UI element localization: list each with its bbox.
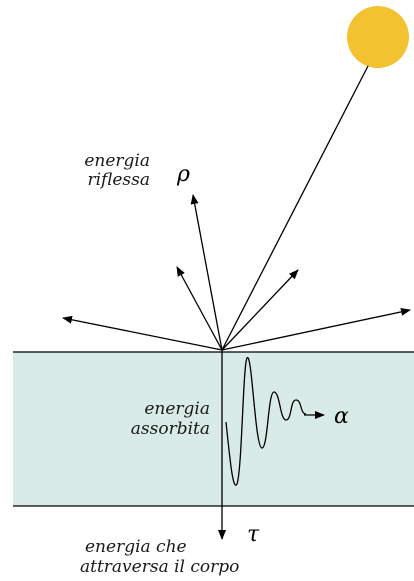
- transmitted-label-line2: attraversa il corpo: [80, 557, 239, 577]
- transmitted-label-line1: energia che: [85, 537, 187, 557]
- absorbed-label-line2: assorbita: [131, 419, 210, 439]
- absorbed-wave: [225, 357, 307, 486]
- absorbed-label-line1: energia: [144, 399, 210, 419]
- reflected-arrow: [176, 266, 223, 351]
- absorbed-symbol: α: [334, 404, 349, 429]
- reflected-arrow: [221, 269, 299, 351]
- reflected-arrow: [62, 315, 223, 351]
- material-body: [13, 352, 414, 506]
- incident-ray: [221, 65, 369, 351]
- reflected-label-line2: riflessa: [87, 170, 150, 190]
- transmitted-symbol: τ: [247, 522, 260, 547]
- reflected-arrow-rho: [190, 194, 223, 351]
- reflected-symbol: ρ: [176, 162, 190, 187]
- reflected-arrow: [221, 307, 411, 351]
- sun-icon: [347, 6, 409, 68]
- reflected-label-line1: energia: [84, 151, 150, 171]
